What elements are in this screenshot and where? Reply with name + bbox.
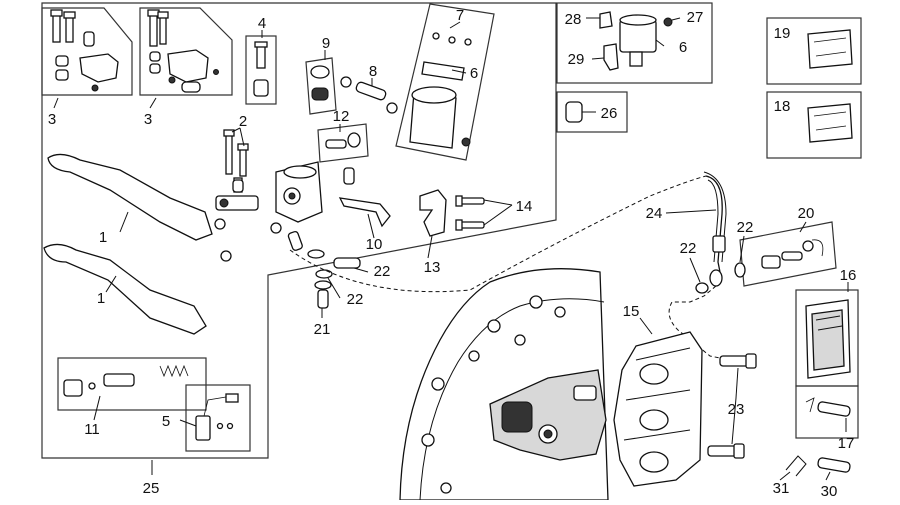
box-part-17 (795, 385, 859, 439)
part-16-pads (805, 299, 851, 379)
callout-13: 13 (424, 259, 441, 276)
part-18-kit (807, 103, 853, 143)
part-11-adjuster (63, 364, 189, 397)
part-13-clamp (419, 189, 447, 237)
callout-7: 7 (456, 7, 464, 24)
part-31-clip (785, 455, 807, 477)
box-reservoir-6 (395, 3, 495, 161)
box-part-4 (245, 35, 277, 105)
box-part-9 (305, 57, 337, 115)
callout-1a: 1 (99, 229, 107, 246)
callout-3a: 3 (48, 111, 56, 128)
lever-bolt-set-left (50, 9, 119, 92)
kit-frame-25 (41, 2, 557, 459)
callout-16: 16 (840, 267, 857, 284)
callout-14: 14 (516, 198, 533, 215)
callout-8: 8 (369, 63, 377, 80)
callout-10: 10 (366, 236, 383, 253)
part-8-pushrod (340, 76, 398, 114)
master-cylinder-body (215, 161, 323, 251)
part-24-brake-hose (703, 171, 727, 287)
lever-bolt-set-right (147, 9, 219, 93)
callout-26: 26 (601, 105, 618, 122)
caliper-bracket (489, 369, 607, 461)
rear-reservoir (599, 11, 673, 71)
callout-2: 2 (239, 113, 247, 130)
box-part-19 (766, 17, 862, 85)
box-lever-bolts-left (41, 7, 133, 96)
part-17-pins (805, 397, 851, 417)
box-rear-reservoir (556, 2, 713, 84)
part-4-bolt (253, 41, 269, 97)
callout-15: 15 (623, 303, 640, 320)
part-14-bolts (455, 195, 485, 231)
part-21-banjo-bolt (314, 280, 332, 309)
callout-22d: 22 (737, 219, 754, 236)
callout-labels: 1 1 2 3 3 4 5 6 6 7 8 9 10 11 12 13 14 1… (48, 7, 857, 500)
callout-29: 29 (568, 51, 585, 68)
part-5-switch (195, 393, 239, 441)
callout-28: 28 (565, 11, 582, 28)
part-20-bleeder (761, 239, 824, 269)
part-19-kit (807, 29, 853, 69)
part-26-grommet (565, 101, 583, 123)
box-part-26 (556, 91, 628, 133)
callout-9: 9 (322, 35, 330, 52)
part-23-bolts (707, 353, 757, 459)
hose-washers (695, 262, 746, 294)
callout-27: 27 (687, 9, 704, 26)
callout-1b: 1 (97, 290, 105, 307)
callout-3b: 3 (144, 111, 152, 128)
box-part-12 (317, 123, 369, 163)
callout-12: 12 (333, 108, 350, 125)
hose-route-line-2 (668, 285, 731, 361)
callout-22b: 22 (347, 291, 364, 308)
callout-30: 30 (821, 483, 838, 500)
box-lever-bolts-right (139, 7, 233, 96)
callout-23: 23 (728, 401, 745, 418)
part-30-pin (817, 457, 851, 473)
callout-24: 24 (646, 205, 663, 222)
reservoir-front (409, 32, 472, 149)
callout-11: 11 (84, 421, 100, 438)
box-part-18 (766, 91, 862, 159)
leader-lines (53, 17, 849, 481)
callout-19: 19 (774, 25, 791, 42)
part-15-caliper (613, 331, 703, 487)
box-part-11 (57, 357, 207, 411)
callout-31: 31 (773, 480, 790, 497)
part-9-seal (310, 65, 330, 101)
callout-6a: 6 (470, 65, 478, 82)
hose-route-line (289, 175, 707, 293)
part-2-bolts (223, 129, 249, 193)
callout-18: 18 (774, 98, 791, 115)
box-part-5 (185, 384, 251, 452)
callout-22c: 22 (680, 240, 697, 257)
callout-21: 21 (314, 321, 331, 338)
callout-4: 4 (258, 15, 266, 32)
part-12-piston (325, 132, 361, 149)
callout-20: 20 (798, 205, 815, 222)
callout-5: 5 (162, 413, 170, 430)
lever-upper (47, 153, 226, 241)
callout-6b: 6 (679, 39, 687, 56)
lever-lower (43, 243, 232, 335)
callout-22a: 22 (374, 263, 391, 280)
callout-17: 17 (838, 435, 855, 452)
part-10-bracket (338, 167, 391, 228)
callout-25: 25 (143, 480, 160, 497)
